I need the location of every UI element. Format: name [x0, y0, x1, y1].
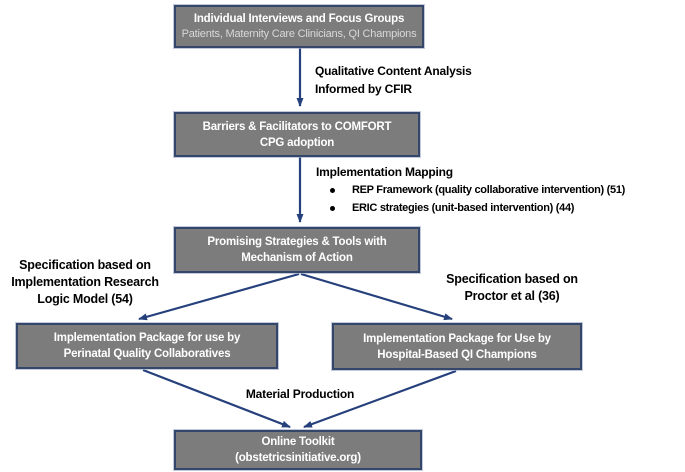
interviews-box-title: Individual Interviews and Focus Groups: [193, 13, 405, 25]
toolkit-box: Online Toolkit(obstetricsinitiative.org): [174, 430, 422, 470]
arrow-collaboratives-to-toolkit: [142, 368, 291, 429]
interviews-box: Individual Interviews and Focus Groups P…: [174, 5, 424, 48]
arrow-champions-to-toolkit: [303, 369, 457, 429]
implementation-mapping-label: Implementation Mapping REP Framework (qu…: [316, 163, 625, 217]
arrow-strategies-to-collaboratives: [138, 272, 300, 321]
arrow-strategies-to-champions: [300, 272, 453, 321]
interviews-box-subtitle: Patients, Maternity Care Clinicians, QI …: [181, 28, 417, 40]
implementation-mapping-heading: Implementation Mapping: [316, 165, 453, 179]
material-production-label: Material Production: [245, 387, 355, 401]
toolkit-box-title: Online Toolkit(obstetricsinitiative.org): [235, 436, 361, 464]
implementation-mapping-bullets: REP Framework (quality collaborative int…: [316, 181, 625, 217]
